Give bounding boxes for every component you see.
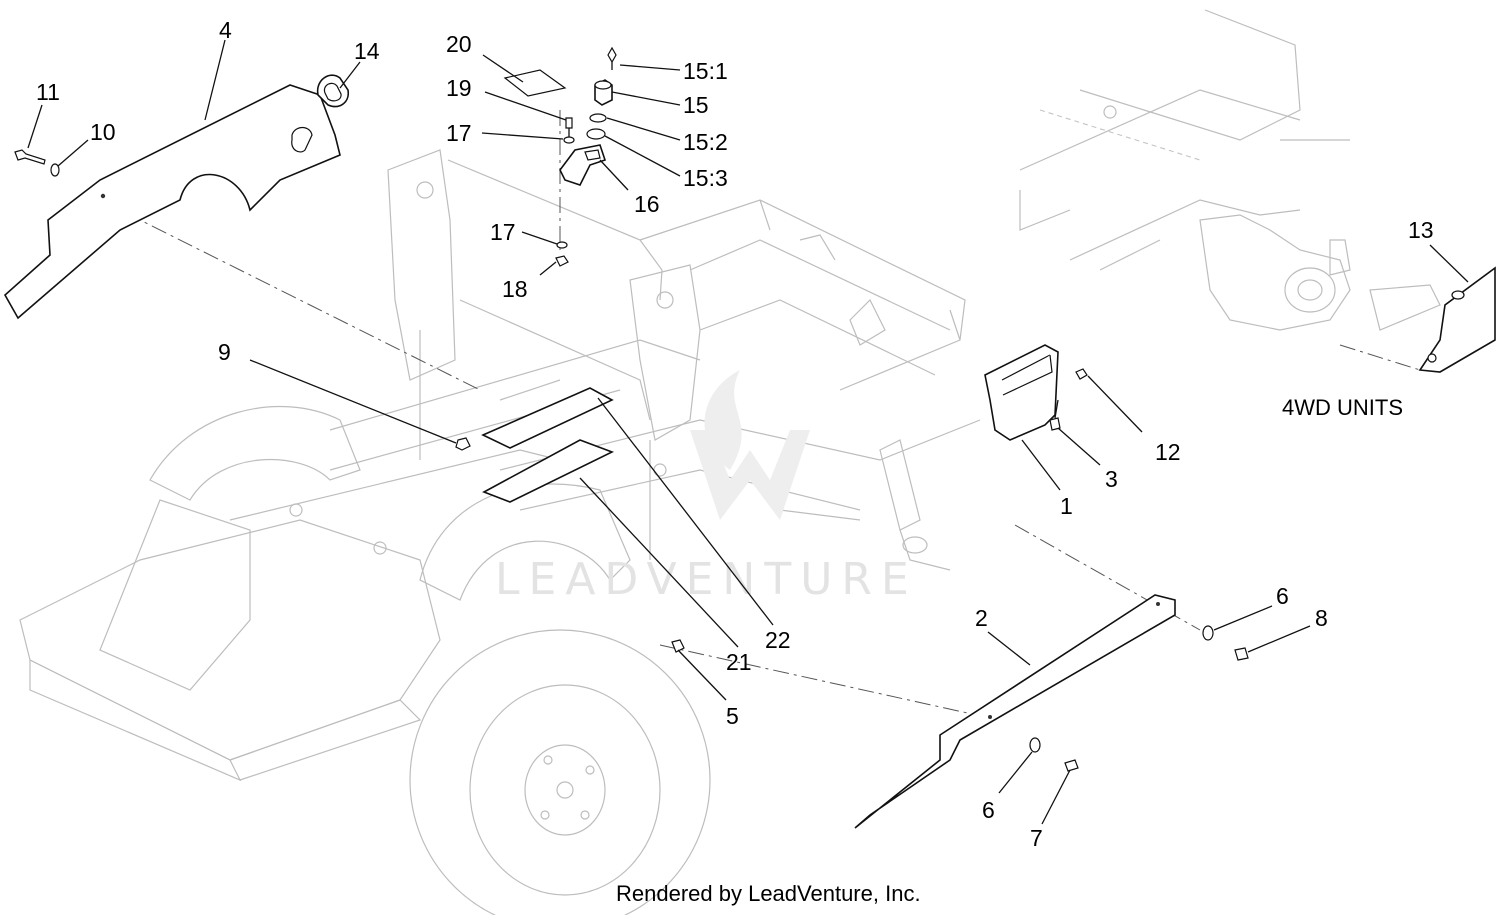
render-credit: Rendered by LeadVenture, Inc.	[616, 881, 921, 906]
callout-9: 9	[218, 339, 231, 365]
callout-19: 19	[446, 75, 472, 101]
callout-15: 15	[683, 92, 709, 118]
part-17-washer-upper	[563, 136, 575, 144]
part-15-3-nut	[586, 128, 606, 140]
part-1-guard	[984, 344, 1059, 441]
part-17-washer-lower	[556, 241, 568, 249]
callout-17-lower: 17	[490, 219, 516, 245]
callout-10: 10	[90, 119, 116, 145]
callout-12: 12	[1155, 439, 1181, 465]
ghost-4wd-drivetrain	[1019, 9, 1441, 331]
part-20-decal	[503, 69, 567, 97]
part-2-side-panel	[854, 594, 1176, 829]
callout-22: 22	[765, 627, 791, 653]
watermark-text: LEADVENTURE	[495, 554, 918, 605]
callout-15-1: 15:1	[683, 58, 728, 84]
callout-8: 8	[1315, 605, 1328, 631]
part-8-bolt	[1234, 647, 1249, 661]
part-15-2-washer	[589, 113, 607, 123]
callout-4: 4	[219, 17, 232, 43]
callout-20: 20	[446, 31, 472, 57]
part-10-washer	[50, 163, 60, 177]
callout-6-lower: 6	[982, 797, 995, 823]
callout-21: 21	[726, 649, 752, 675]
callout-5: 5	[726, 703, 739, 729]
callout-6-upper: 6	[1276, 583, 1289, 609]
part-6-washer-upper	[1202, 625, 1214, 641]
callout-13: 13	[1408, 217, 1434, 243]
part-15-lock	[594, 79, 613, 106]
callout-7: 7	[1030, 825, 1043, 851]
ghost-vehicle-frame	[19, 149, 981, 915]
part-14-grommet	[316, 74, 350, 108]
part-12-nut	[1075, 368, 1088, 380]
leader-lines	[27, 39, 1469, 825]
part-21-plate	[482, 439, 615, 503]
part-11-bolt	[14, 149, 46, 165]
part-5-nut	[671, 639, 685, 653]
callout-labels: 4 14 11 10 20 19 17 15:1 15 15:2 15:3 16…	[36, 17, 1434, 851]
inset-label-4wd: 4WD UNITS	[1282, 395, 1403, 420]
part-7-bolt	[1064, 759, 1079, 772]
part-3-bolt	[1049, 399, 1061, 431]
watermark: LEADVENTURE	[495, 370, 918, 605]
callout-11: 11	[36, 79, 60, 105]
callout-15-3: 15:3	[683, 165, 728, 191]
callout-1: 1	[1060, 493, 1073, 519]
part-9-nut	[455, 437, 471, 451]
callout-14: 14	[354, 38, 380, 64]
callout-17-upper: 17	[446, 120, 472, 146]
part-15-1-key	[607, 46, 617, 70]
part-4-side-panel	[3, 84, 341, 320]
part-18-nut	[555, 255, 569, 267]
callout-16: 16	[634, 191, 660, 217]
part-22-plate	[481, 387, 614, 449]
callout-15-2: 15:2	[683, 129, 728, 155]
part-13-guard	[1418, 266, 1496, 373]
callout-3: 3	[1105, 466, 1118, 492]
part-6-washer-lower	[1029, 737, 1041, 753]
callout-2: 2	[975, 605, 988, 631]
callout-18: 18	[502, 276, 528, 302]
part-16-bracket	[559, 144, 607, 186]
